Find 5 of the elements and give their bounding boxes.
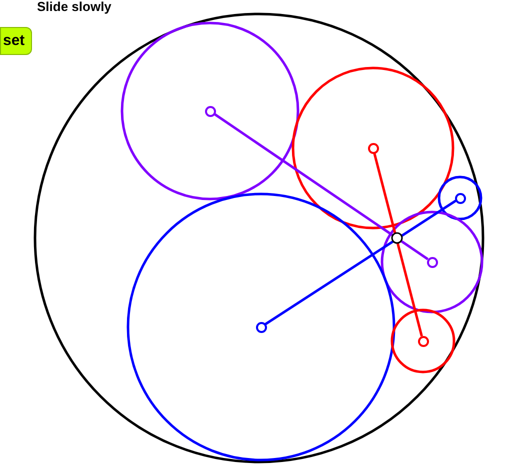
reset-button: set	[0, 27, 32, 55]
connector-line	[213, 112, 429, 260]
connector-line	[373, 152, 423, 336]
connector-line	[264, 200, 456, 326]
instruction-text: Slide slowly	[37, 0, 112, 13]
